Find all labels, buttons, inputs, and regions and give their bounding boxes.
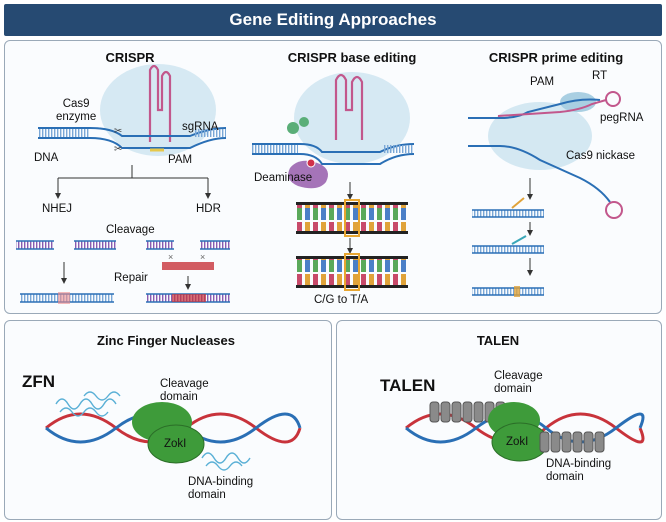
deaminase-shape — [288, 160, 328, 189]
zfn-binding-line2: domain — [188, 489, 226, 501]
talen-title: TALEN — [476, 333, 520, 348]
dna-bottom-strand — [38, 137, 227, 149]
base-sequence-before — [296, 199, 408, 237]
pegrna-strand — [497, 99, 607, 117]
base-editor-dna-top — [252, 143, 415, 153]
nhej-cut-dna — [16, 240, 116, 250]
cas9-label-line2: enzyme — [56, 111, 97, 123]
sgrna-hairpin — [148, 64, 172, 142]
arrowhead-base-2 — [347, 248, 353, 254]
hdr-label: HDR — [196, 203, 221, 215]
zfn-title: Zinc Finger Nucleases — [97, 333, 235, 348]
prime-step-2 — [472, 235, 544, 254]
nhej-repaired-dna — [20, 292, 114, 304]
zfn-zinc-fingers-right — [201, 452, 251, 471]
zfn-abbr: ZFN — [22, 372, 56, 391]
arrowhead-hdr-repair — [185, 284, 191, 290]
zfn-binding-label: DNA-binding domain — [188, 476, 253, 502]
talen-repeat-blocks-right — [539, 431, 605, 453]
branch-line — [57, 177, 209, 196]
pam-label: PAM — [168, 154, 193, 166]
talen-binding-line2: domain — [546, 471, 584, 483]
zfn-cleavage-label: Cleavage domain — [160, 378, 209, 404]
zfn-cleavage-line1: Cleavage — [160, 378, 209, 390]
talen-abbr: TALEN — [380, 376, 436, 395]
zfn-diagram — [45, 391, 302, 471]
pegrna-loop — [605, 91, 621, 107]
crispr-diagram: ✂ ✂ × × — [16, 64, 230, 304]
base-editing-diagram — [252, 72, 415, 291]
deaminase-label: Deaminase — [254, 172, 313, 184]
cas9-nickase-shape — [488, 102, 592, 170]
cleavage-label: Cleavage — [106, 224, 155, 236]
zfn-cleavage-domain-right — [147, 424, 205, 464]
title-banner: Gene Editing Approaches — [4, 4, 662, 36]
deaminase-site-marker — [306, 158, 316, 168]
prime-step-3 — [472, 286, 544, 297]
dna-label: DNA — [34, 152, 59, 164]
scissors-icon: ✂ — [114, 126, 122, 137]
arrowhead-base-1 — [347, 194, 353, 200]
prime-dna-bottom — [468, 145, 611, 203]
talen-cleavage-line1: Cleavage — [494, 370, 543, 382]
zfn-binding-line1: DNA-binding — [188, 476, 254, 488]
zfn-enzyme-label: ZokI — [164, 438, 187, 450]
rt-label: RT — [592, 70, 608, 82]
talen-binding-line1: DNA-binding — [546, 458, 612, 470]
pegrna-label: pegRNA — [600, 112, 644, 124]
talen-cleavage-label: Cleavage domain — [494, 370, 543, 396]
talen-dna-blue — [405, 412, 645, 444]
scissors-icon-lower: ✂ — [114, 144, 122, 155]
cas9-nickase-label: Cas9 nickase — [566, 150, 636, 162]
nhej-label: NHEJ — [42, 203, 73, 215]
linker-protein-2 — [299, 117, 309, 127]
cas9-enzyme-label: Cas9 enzyme — [56, 98, 96, 124]
talen-diagram — [405, 401, 645, 462]
hdr-repaired-dna — [146, 293, 230, 303]
base-editor-rungs-right — [384, 145, 414, 153]
base-editor-dna-bottom — [252, 153, 415, 165]
branch-arrowheads — [55, 193, 211, 199]
prime-arrowhead-1 — [527, 194, 533, 200]
prime-arrowhead-3 — [527, 270, 533, 276]
prime-editing-title: CRISPR prime editing — [488, 50, 624, 65]
zfn-cleavage-line2: domain — [160, 391, 198, 403]
cas9-label-line1: Cas9 — [62, 98, 90, 110]
dna-rungs — [38, 129, 90, 137]
sgrna-label: sgRNA — [182, 121, 219, 133]
prime-step-1 — [472, 197, 544, 218]
talen-cleavage-line2: domain — [494, 383, 532, 395]
prime-dna-top — [468, 98, 601, 119]
prime-arrowhead-2 — [527, 230, 533, 236]
base-editor-rungs — [252, 145, 298, 153]
hdr-cut-dna: × × — [146, 240, 230, 270]
zfn-zinc-fingers-left — [55, 391, 121, 417]
arrowhead-nhej-repair — [61, 278, 67, 284]
prime-editing-diagram — [468, 91, 623, 297]
dna-top-strand — [38, 127, 227, 137]
base-editing-title: CRISPR base editing — [287, 50, 417, 65]
conversion-label: C/G to T/A — [314, 294, 369, 306]
talen-binding-label: DNA-binding domain — [546, 458, 611, 484]
linker-protein-1 — [287, 122, 299, 134]
repair-label: Repair — [114, 272, 148, 284]
crispr-title: CRISPR — [105, 50, 155, 65]
dna-rungs-right — [194, 129, 226, 137]
nickase-loop — [605, 201, 623, 219]
prime-pam-label: PAM — [530, 76, 555, 88]
svg-text:×: × — [168, 252, 173, 262]
talen-enzyme-label: ZokI — [506, 436, 529, 448]
base-sequence-after — [296, 253, 408, 291]
svg-text:×: × — [200, 252, 205, 262]
page-title: Gene Editing Approaches — [229, 10, 437, 29]
cas9-base-editor-shape — [294, 72, 410, 164]
base-editor-sgrna — [334, 73, 364, 140]
